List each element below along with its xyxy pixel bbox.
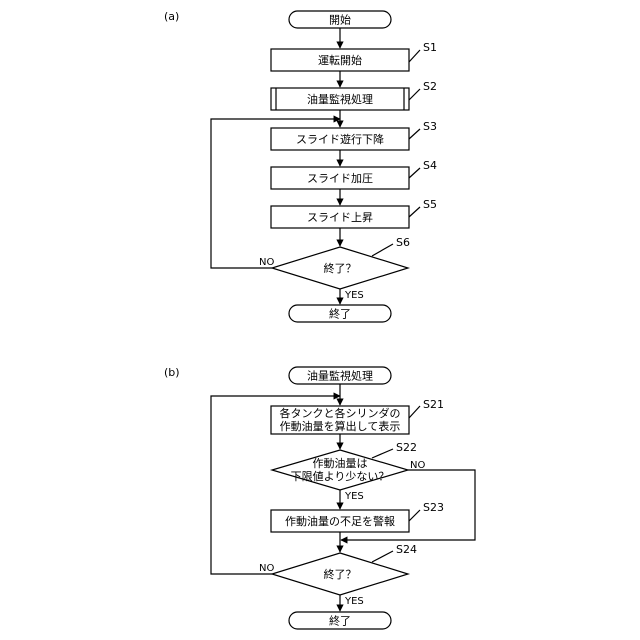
step-s6: S6 bbox=[396, 236, 410, 249]
step-s24: S24 bbox=[396, 543, 417, 556]
end-label-b: 終了 bbox=[329, 614, 351, 628]
s2-label: 油量監視処理 bbox=[307, 92, 373, 106]
start-terminal-b: 油量監視処理 bbox=[289, 367, 391, 384]
s23-label: 作動油量の不足を警報 bbox=[285, 514, 395, 528]
panel-b-label: (b) bbox=[164, 366, 180, 379]
process-s1: 運転開始 S1 bbox=[271, 41, 437, 71]
panel-b: (b) 油量監視処理 各タンクと各シリンダの 作動油量を算出して表示 S21 作… bbox=[164, 366, 475, 629]
process-s5: スライド上昇 S5 bbox=[271, 198, 437, 228]
decision-s24: 終了？ S24 NO YES bbox=[259, 543, 417, 607]
subroutine-s2: 油量監視処理 S2 bbox=[271, 80, 437, 110]
s24-label: 終了？ bbox=[324, 567, 357, 581]
s22-yes-label: YES bbox=[344, 491, 364, 502]
s24-no-label: NO bbox=[259, 563, 274, 574]
process-s23: 作動油量の不足を警報 S23 bbox=[271, 501, 444, 532]
process-s4: スライド加圧 S4 bbox=[271, 159, 437, 189]
step-s5: S5 bbox=[423, 198, 437, 211]
s3-label: スライド遊行下降 bbox=[296, 132, 384, 146]
s21-label-line1: 各タンクと各シリンダの bbox=[280, 406, 401, 420]
start-label-a: 開始 bbox=[329, 13, 351, 27]
step-s1: S1 bbox=[423, 41, 437, 54]
step-s23: S23 bbox=[423, 501, 444, 514]
s24-yes-label: YES bbox=[344, 596, 364, 607]
s6-no-label: NO bbox=[259, 257, 274, 268]
decision-s6: 終了？ S6 NO YES bbox=[259, 236, 410, 301]
step-s2: S2 bbox=[423, 80, 437, 93]
process-s21: 各タンクと各シリンダの 作動油量を算出して表示 S21 bbox=[271, 398, 444, 434]
s5-label: スライド上昇 bbox=[307, 211, 373, 224]
panel-a-label: (a) bbox=[164, 10, 179, 23]
s6-label: 終了？ bbox=[324, 261, 357, 275]
process-s3: スライド遊行下降 S3 bbox=[271, 120, 437, 150]
step-s21: S21 bbox=[423, 398, 444, 411]
s22-no-label: NO bbox=[410, 460, 425, 471]
start-terminal-a: 開始 bbox=[289, 11, 391, 28]
step-s4: S4 bbox=[423, 159, 437, 172]
s22-label-line1: 作動油量は bbox=[313, 456, 368, 470]
s22-label-line2: 下限値より少ない？ bbox=[291, 470, 390, 483]
s1-label: 運転開始 bbox=[318, 53, 362, 67]
end-terminal-b: 終了 bbox=[289, 612, 391, 629]
start-label-b: 油量監視処理 bbox=[307, 369, 373, 383]
step-s22: S22 bbox=[396, 441, 417, 454]
decision-s22: 作動油量は 下限値より少ない？ S22 NO YES bbox=[272, 441, 425, 502]
s4-label: スライド加圧 bbox=[307, 172, 373, 185]
end-label-a: 終了 bbox=[329, 307, 351, 321]
end-terminal-a: 終了 bbox=[289, 305, 391, 322]
step-s3: S3 bbox=[423, 120, 437, 133]
s21-label-line2: 作動油量を算出して表示 bbox=[280, 419, 401, 433]
s6-yes-label: YES bbox=[344, 290, 364, 301]
panel-a: (a) 開始 運転開始 S1 油量監視処理 S2 スライド遊行下降 bbox=[164, 10, 437, 322]
